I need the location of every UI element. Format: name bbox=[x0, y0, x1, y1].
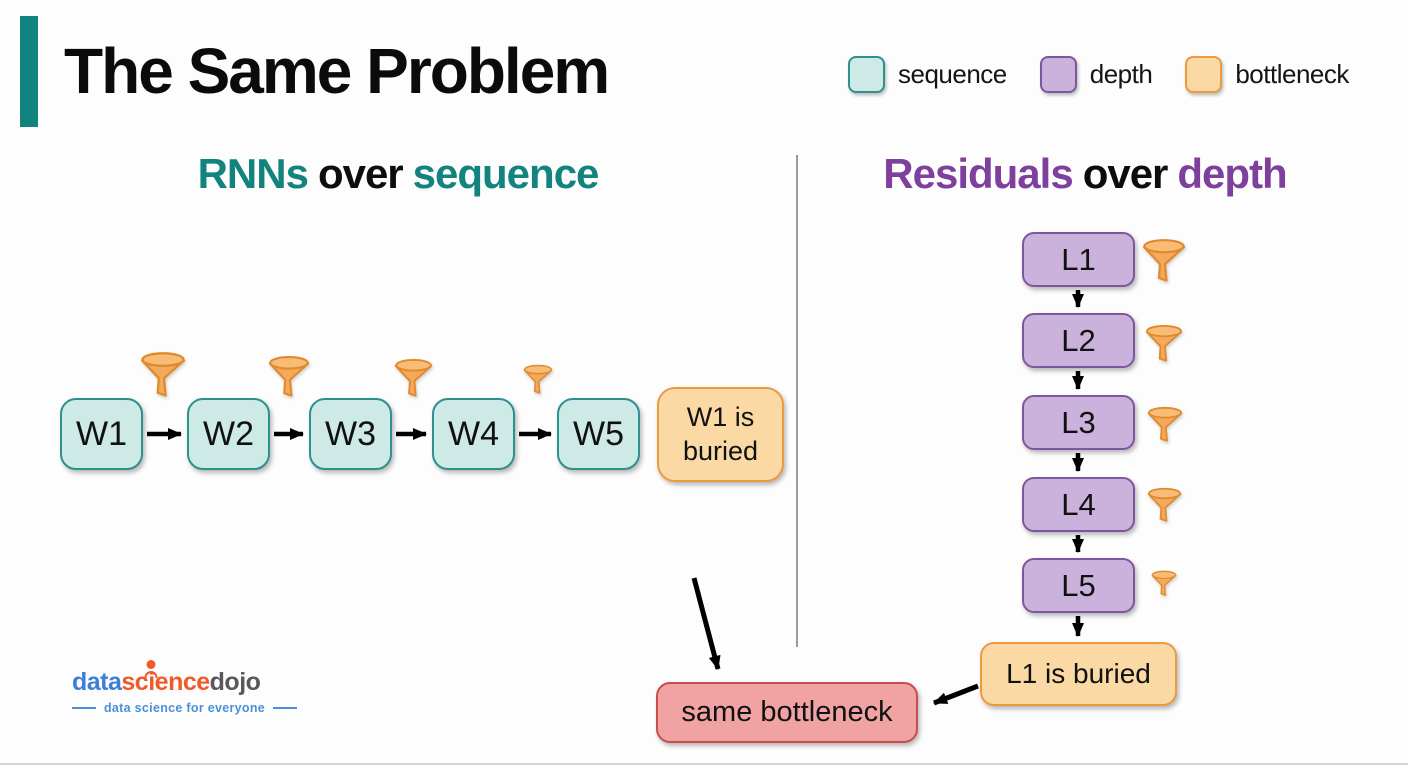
bottleneck-funnel-icon bbox=[1151, 570, 1177, 596]
same-bottleneck-box: same bottleneck bbox=[656, 682, 918, 743]
tagline-dash-icon bbox=[72, 707, 96, 709]
depth-node-l1: L1 bbox=[1022, 232, 1135, 287]
legend: sequence depth bottleneck bbox=[848, 56, 1349, 93]
bottleneck-funnel-icon bbox=[1147, 406, 1183, 442]
logo-part-dojo: dojo bbox=[209, 668, 261, 696]
sequence-node-w2: W2 bbox=[187, 398, 270, 470]
depth-node-l3: L3 bbox=[1022, 395, 1135, 450]
heading-part: RNNs bbox=[197, 150, 309, 197]
vertical-divider bbox=[796, 155, 798, 647]
tagline-dash-icon bbox=[273, 707, 298, 709]
logo-part-ence: ence bbox=[154, 668, 210, 696]
arrow-to-bottleneck bbox=[691, 577, 721, 670]
logo-person-icon: i bbox=[148, 668, 155, 696]
heading-part: sequence bbox=[412, 150, 600, 197]
heading-part: depth bbox=[1177, 150, 1287, 197]
bottleneck-funnel-icon bbox=[268, 355, 310, 397]
bottleneck-funnel-icon bbox=[1142, 238, 1186, 282]
sequence-node-w3: W3 bbox=[309, 398, 392, 470]
title-accent-bar bbox=[20, 16, 38, 127]
legend-label: bottleneck bbox=[1235, 59, 1349, 89]
bottleneck-funnel-icon bbox=[1147, 487, 1182, 522]
arrow-buried-to-bottleneck bbox=[933, 683, 979, 706]
page-title: The Same Problem bbox=[64, 35, 610, 107]
w1-buried-box: W1 is buried bbox=[657, 387, 784, 482]
logo-part-sc: sc bbox=[121, 668, 149, 696]
depth-node-l2: L2 bbox=[1022, 313, 1135, 368]
bottleneck-funnel-icon bbox=[394, 358, 433, 397]
bottleneck-funnel-icon bbox=[1145, 324, 1183, 362]
legend-label: depth bbox=[1089, 59, 1153, 89]
sequence-node-w1: W1 bbox=[60, 398, 143, 470]
logo-tagline: data science for everyone bbox=[72, 701, 302, 715]
sequence-node-w4: W4 bbox=[432, 398, 515, 470]
legend-label: sequence bbox=[898, 59, 1007, 89]
bottleneck-funnel-icon bbox=[523, 364, 553, 394]
bottleneck-swatch-icon bbox=[1185, 56, 1223, 93]
legend-item-sequence: sequence bbox=[848, 56, 1007, 93]
legend-item-bottleneck: bottleneck bbox=[1185, 56, 1349, 93]
l1-buried-box: L1 is buried bbox=[980, 642, 1177, 706]
heading-part: over bbox=[1082, 150, 1169, 197]
heading-part: Residuals bbox=[883, 150, 1073, 197]
depth-swatch-icon bbox=[1039, 56, 1077, 93]
sequence-swatch-icon bbox=[848, 56, 885, 93]
bottleneck-funnel-icon bbox=[140, 351, 186, 397]
logo-wordmark: datasciencedojo bbox=[72, 668, 302, 697]
depth-node-l5: L5 bbox=[1022, 558, 1135, 613]
datasciencedojo-logo: datasciencedojo data science for everyon… bbox=[72, 668, 302, 715]
heading-part: over bbox=[317, 150, 404, 197]
legend-item-depth: depth bbox=[1039, 56, 1153, 93]
logo-part-data: data bbox=[72, 668, 122, 696]
tagline-text: data science for everyone bbox=[104, 701, 266, 715]
sequence-node-w5: W5 bbox=[557, 398, 640, 470]
slide-bottom-edge bbox=[0, 763, 1408, 765]
depth-node-l4: L4 bbox=[1022, 477, 1135, 532]
